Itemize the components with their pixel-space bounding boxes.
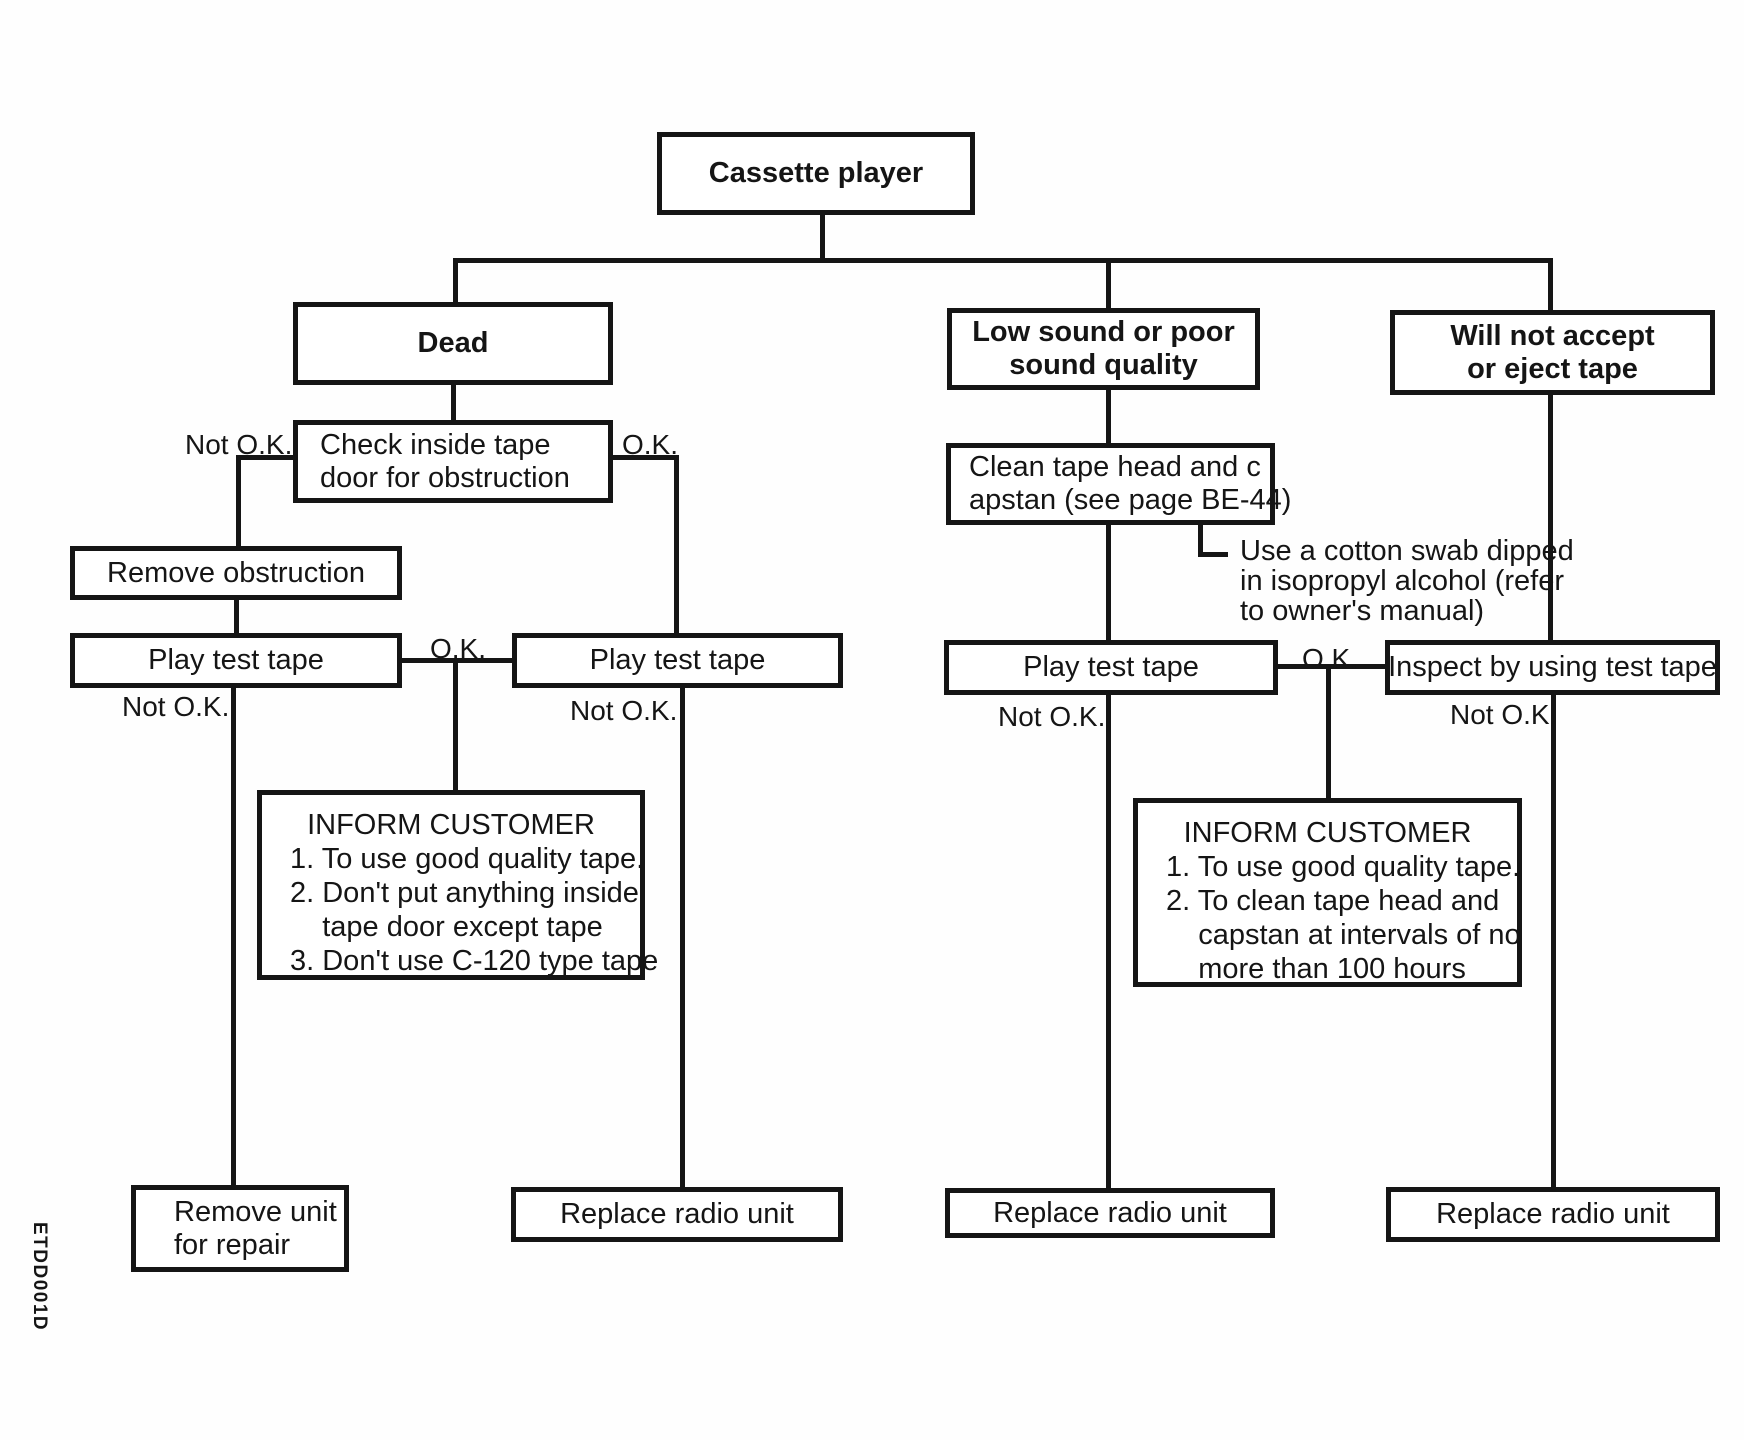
node-dead-label: Dead: [417, 327, 489, 359]
node-inform-customer-right: INFORM CUSTOMER 1. To use good quality t…: [1133, 798, 1522, 987]
node-will-not-accept-label: Will not accept or eject tape: [1450, 319, 1655, 385]
label-not-ok-play1: Not O.K.: [122, 691, 230, 722]
connector-play1-ok-v: [453, 658, 458, 794]
node-remove-obstruction-label: Remove obstruction: [107, 556, 365, 589]
connector-check-notok-h: [236, 455, 296, 460]
label-ok-play3: O.K.: [1302, 643, 1359, 674]
label-not-ok-play2: Not O.K.: [570, 695, 678, 726]
inform-left-title: INFORM CUSTOMER: [307, 809, 595, 841]
node-low-sound: Low sound or poor sound quality: [947, 308, 1260, 390]
connector-play3-notok: [1106, 692, 1111, 1192]
connector-trunk: [453, 258, 1553, 263]
node-replace-radio-1-label: Replace radio unit: [560, 1198, 794, 1230]
connector-play3-ok-h: [1275, 664, 1389, 669]
node-check-inside-tape-door: Check inside tape door for obstruction: [293, 420, 613, 503]
connector-willnot-drop: [1548, 258, 1553, 314]
node-will-not-accept: Will not accept or eject tape: [1390, 310, 1715, 395]
connector-note-h: [1198, 552, 1228, 557]
inform-left-body: 1. To use good quality tape. 2. Don't pu…: [290, 843, 659, 977]
note-cotton-swab: Use a cotton swab dipped in isopropyl al…: [1240, 535, 1574, 627]
connector-check-ok-h: [610, 455, 679, 460]
connector-lowsound-clean: [1106, 388, 1111, 447]
connector-play2-notok: [680, 685, 685, 1191]
node-play-test-tape-2: Play test tape: [512, 633, 843, 688]
node-replace-radio-3: Replace radio unit: [1386, 1187, 1720, 1242]
connector-clean-play3: [1106, 522, 1111, 644]
connector-check-ok-v: [674, 455, 679, 637]
connector-note-v: [1198, 522, 1203, 557]
connector-root-drop: [820, 213, 825, 263]
connector-inspect-notok: [1551, 692, 1556, 1191]
connector-removeobs-play: [234, 598, 239, 637]
connector-dead-check: [451, 383, 456, 424]
label-ok-play1: O.K.: [430, 633, 487, 664]
connector-play3-ok-v: [1326, 664, 1331, 802]
connector-lowsound-drop: [1106, 258, 1111, 312]
inform-right-body: 1. To use good quality tape. 2. To clean…: [1166, 851, 1521, 985]
node-inspect-test-tape-label: Inspect by using test tape: [1388, 651, 1717, 683]
node-replace-radio-2: Replace radio unit: [945, 1188, 1275, 1238]
figure-code: ETDD001D: [29, 1222, 50, 1332]
node-remove-obstruction: Remove obstruction: [70, 546, 402, 600]
label-not-ok-check: Not O.K.: [185, 429, 293, 460]
connector-dead-drop: [453, 258, 458, 306]
node-replace-radio-3-label: Replace radio unit: [1436, 1198, 1670, 1230]
node-cassette-player-label: Cassette player: [708, 157, 924, 189]
node-play-test-tape-2-label: Play test tape: [589, 644, 766, 676]
connector-play1-notok: [231, 685, 236, 1189]
node-remove-unit: Remove unit for repair: [131, 1185, 349, 1272]
node-cassette-player: Cassette player: [657, 132, 975, 215]
node-play-test-tape-1: Play test tape: [70, 633, 402, 688]
node-replace-radio-1: Replace radio unit: [511, 1187, 843, 1242]
label-ok-check: O.K.: [622, 429, 679, 460]
node-clean-tape-head-label: Clean tape head and c apstan (see page B…: [969, 451, 1292, 516]
connector-willnot-inspect: [1548, 392, 1553, 644]
node-remove-unit-label: Remove unit for repair: [174, 1195, 337, 1261]
node-inspect-test-tape: Inspect by using test tape: [1385, 640, 1720, 695]
connector-check-notok-v: [236, 455, 241, 550]
node-check-inside-label: Check inside tape door for obstruction: [320, 428, 570, 494]
label-not-ok-play3: Not O.K.: [998, 701, 1106, 732]
node-clean-tape-head: Clean tape head and c apstan (see page B…: [946, 443, 1291, 525]
node-low-sound-label: Low sound or poor sound quality: [972, 316, 1235, 381]
node-inform-customer-left: INFORM CUSTOMER 1. To use good quality t…: [257, 790, 659, 980]
node-replace-radio-2-label: Replace radio unit: [993, 1196, 1227, 1229]
node-dead: Dead: [293, 302, 613, 385]
label-not-ok-inspect: Not O.K.: [1450, 699, 1558, 730]
inform-right-title: INFORM CUSTOMER: [1183, 817, 1472, 849]
node-play-test-tape-3-label: Play test tape: [1023, 651, 1199, 683]
node-play-test-tape-1-label: Play test tape: [148, 644, 324, 676]
node-play-test-tape-3: Play test tape: [944, 640, 1278, 695]
